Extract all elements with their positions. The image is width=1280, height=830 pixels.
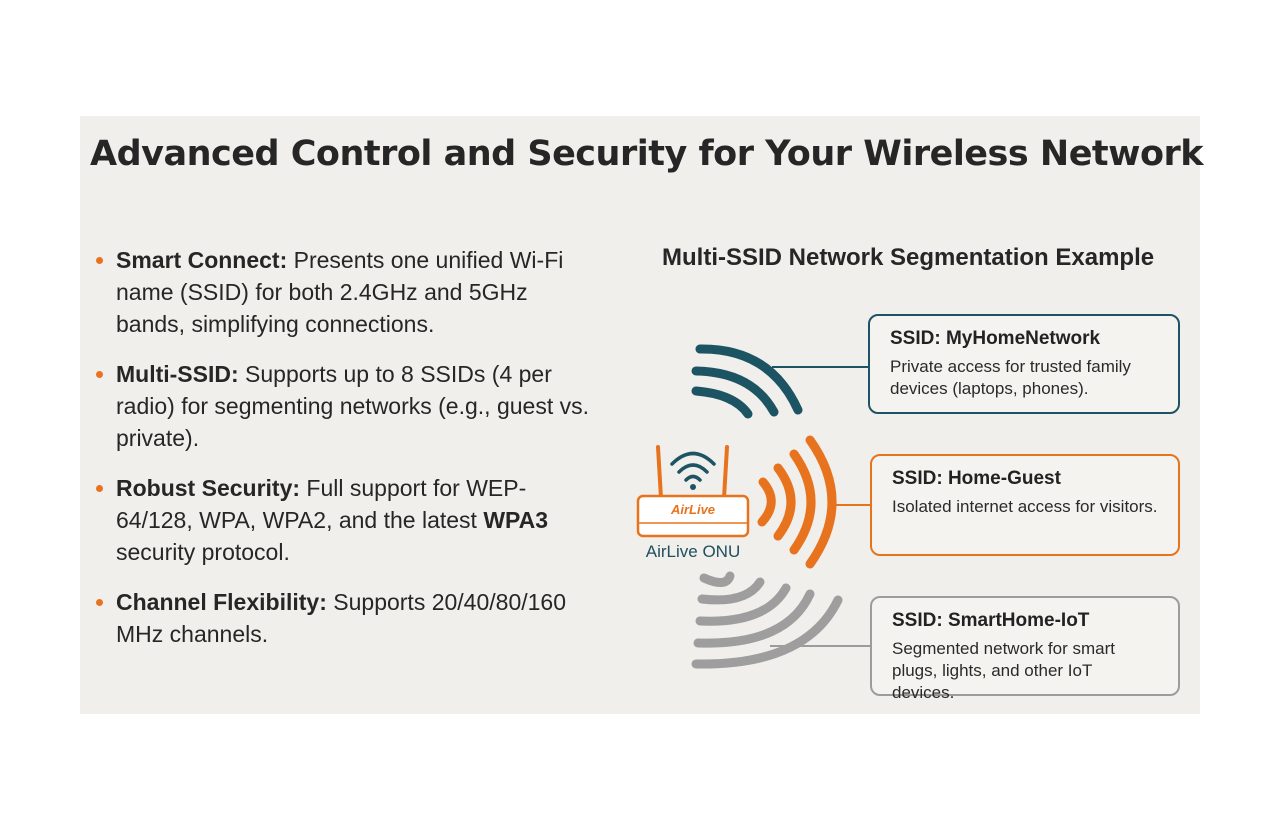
ssid-name: SSID: SmartHome-IoT [892,610,1090,631]
content-panel: Advanced Control and Security for Your W… [80,116,1204,714]
signal-waves-guest-icon [757,435,837,569]
router-brand: AirLive [670,502,715,517]
feature-term: Multi-SSID: [116,361,239,387]
router-icon: AirLive [636,445,750,538]
feature-text: Full support for WEP-64/128, WPA, WPA2, … [116,475,527,533]
feature-term: Smart Connect: [116,247,288,273]
bullet-icon [96,485,103,492]
feature-text: Presents one unified Wi-Fi name (SSID) f… [116,247,564,337]
bullet-icon [96,599,103,606]
ssid-description: Segmented network for smart plugs, light… [892,639,1115,702]
ssid-box-private: SSID: MyHomeNetwork Private access for t… [868,314,1180,414]
feature-text: Supports 20/40/80/160 MHz channels. [116,589,567,647]
feature-item-smart-connect: Smart Connect: Presents one unified Wi-F… [96,244,596,340]
signal-waves-iot-icon [691,571,843,669]
feature-item-channel-flexibility: Channel Flexibility: Supports 20/40/80/1… [96,586,596,650]
router-label: AirLive ONU [645,542,741,561]
ssid-name: SSID: Home-Guest [892,468,1061,489]
page-title: Advanced Control and Security for Your W… [90,134,1204,174]
feature-term: Channel Flexibility: [116,589,327,615]
diagram-title: Multi-SSID Network Segmentation Example [662,244,1155,271]
feature-item-robust-security: Robust Security: Full support for WEP-64… [96,472,596,568]
feature-term: Robust Security: [116,475,301,501]
feature-text-after: security protocol. [116,539,290,565]
signal-waves-private-icon [691,344,803,419]
ssid-description: Private access for trusted family device… [890,357,1131,398]
network-diagram: AirLive [636,344,870,669]
feature-text: Supports up to 8 SSIDs (4 per radio) for… [116,361,589,451]
bullet-icon [96,371,103,378]
ssid-description: Isolated internet access for visitors. [892,497,1158,516]
ssid-box-guest: SSID: Home-Guest Isolated internet acces… [870,454,1180,556]
ssid-name: SSID: MyHomeNetwork [890,328,1101,349]
ssid-box-iot: SSID: SmartHome-IoT Segmented network fo… [870,596,1180,702]
feature-item-multi-ssid: Multi-SSID: Supports up to 8 SSIDs (4 pe… [96,358,596,454]
feature-emphasis: WPA3 [483,507,549,533]
feature-list: Smart Connect: Presents one unified Wi-F… [96,244,596,668]
bullet-icon [96,257,103,264]
